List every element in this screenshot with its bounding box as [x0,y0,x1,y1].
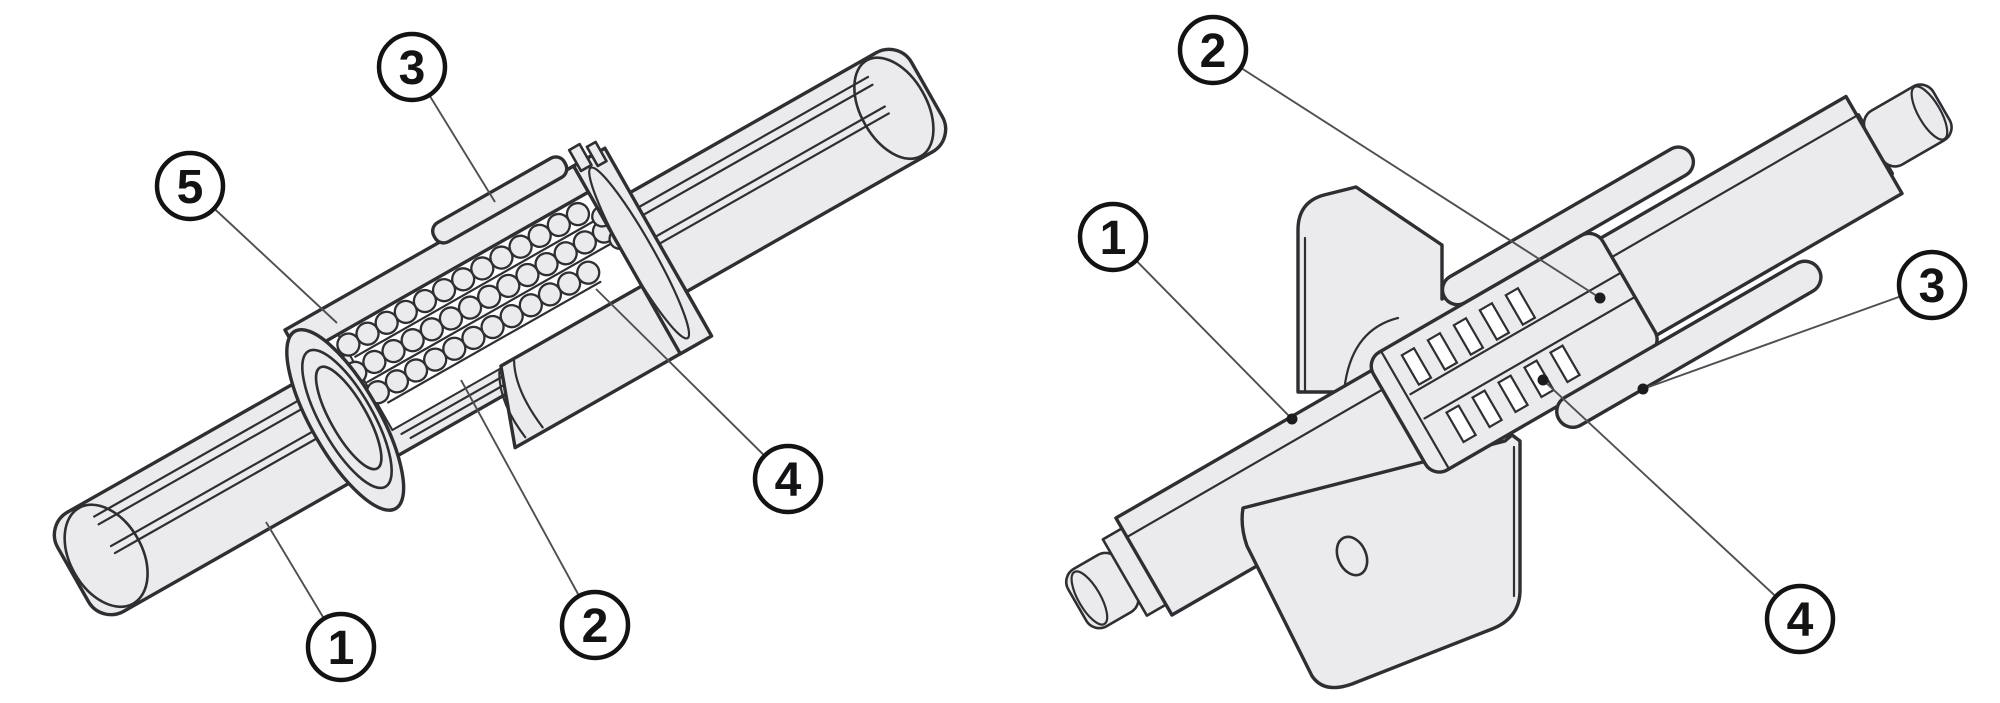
right-flange-lower [1240,433,1522,690]
callout-circle-left-2 [559,589,631,661]
right-key-strip-lower [1555,259,1823,429]
leader-line-right-1 [1112,236,1293,420]
ball [576,260,601,285]
cage-slot [1452,316,1485,357]
leader-dot-right-4 [1537,374,1549,386]
callout-layer: 1 2 3 4 5 1 2 3 4 [154,14,1968,683]
cage-slot [1548,344,1582,384]
callout-circle-left-4 [752,443,824,515]
cage-slot [1478,301,1511,342]
left-seal-ring [285,327,406,512]
callout-circle-right-2 [1177,14,1249,86]
callout-circle-right-4 [1764,583,1836,655]
callout-label-right-2: 2 [1200,25,1227,78]
leader-dot-right-3 [1637,383,1649,395]
left-diagram [52,47,948,617]
callout-label-right-1: 1 [1100,212,1127,265]
callout-circle-left-5 [154,150,226,222]
ball [565,201,591,227]
callout-label-left-2: 2 [582,600,609,653]
callout-circle-left-1 [305,611,377,683]
callout-label-left-4: 4 [775,454,802,507]
callout-circle-right-3 [1896,249,1968,321]
callout-circle-right-1 [1077,201,1149,273]
leader-line-left-4 [595,288,789,480]
callout-label-right-4: 4 [1787,594,1814,647]
cage-slot [1504,286,1537,327]
left-housing [283,146,714,450]
right-diagram [1064,83,1953,690]
callout-label-right-3: 3 [1919,260,1946,313]
leader-dot-right-2 [1594,292,1606,304]
callout-circle-left-3 [376,31,448,103]
leader-dot-right-1 [1286,413,1298,425]
cage-slot [1445,404,1478,444]
callout-label-left-3: 3 [399,42,426,95]
cage-slot [1426,331,1459,372]
callout-label-left-1: 1 [328,622,355,675]
right-mounting-hole [1335,535,1369,577]
leader-line-right-4 [1542,379,1801,620]
left-key [431,140,608,245]
leader-line-left-2 [460,379,596,626]
leader-line-right-3 [1642,284,1933,390]
cage-slot [1400,346,1433,387]
leader-line-right-2 [1212,49,1601,299]
callout-label-left-5: 5 [177,161,204,214]
cage-slot [1470,389,1504,429]
left-shaft-end-face [63,503,149,609]
cage-slot [1496,374,1530,414]
